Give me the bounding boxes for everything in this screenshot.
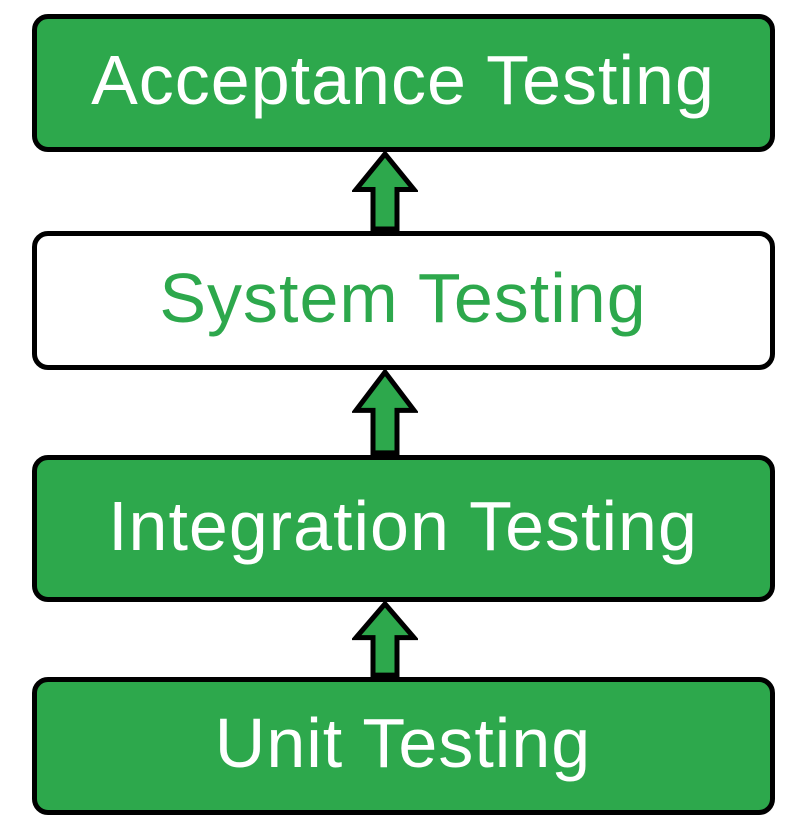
box-integration-testing: Integration Testing bbox=[31, 455, 775, 602]
box-system-testing: System Testing bbox=[31, 231, 775, 370]
box-acceptance-testing-label: Acceptance Testing bbox=[91, 41, 715, 119]
box-system-testing-label: System Testing bbox=[159, 258, 647, 337]
box-unit-testing: Unit Testing bbox=[31, 677, 775, 815]
box-integration-testing-label: Integration Testing bbox=[108, 486, 698, 565]
box-unit-testing-label: Unit Testing bbox=[214, 704, 592, 782]
up-arrow-icon bbox=[352, 602, 418, 677]
up-arrow-icon bbox=[352, 152, 418, 231]
up-arrow-icon bbox=[352, 370, 418, 455]
box-acceptance-testing: Acceptance Testing bbox=[31, 14, 775, 152]
